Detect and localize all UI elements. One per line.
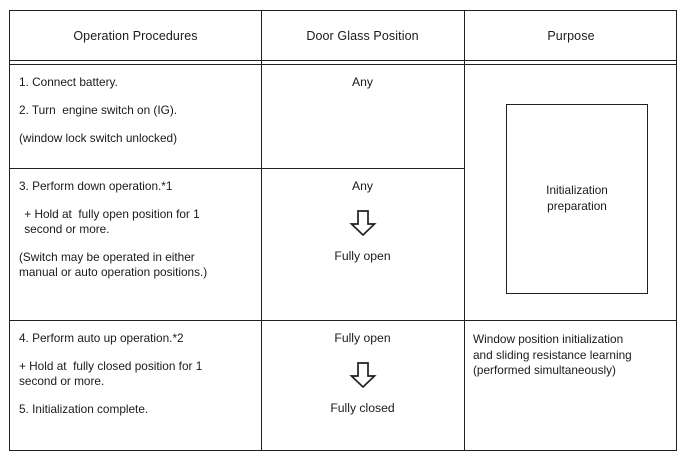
procedure-hold-note: + Hold at fully open position for 1 seco… (24, 207, 200, 237)
procedure-step: 5. Initialization complete. (19, 402, 149, 417)
row-divider-1 (10, 168, 464, 169)
position-from-label: Any (351, 75, 373, 89)
position-transition-arrow (261, 208, 464, 238)
table-row-2-position-cell: Any Fully open (261, 168, 464, 320)
down-arrow-icon (348, 210, 377, 237)
position-from-label: Any (351, 179, 373, 193)
position-to-label: Fully closed (330, 400, 395, 415)
door-glass-position-1: Any (261, 64, 464, 91)
down-arrow-icon (348, 362, 377, 389)
table-row-3-procedures-cell: 4. Perform auto up operation.*2 + Hold a… (10, 320, 261, 450)
position-from-label: Fully open (334, 331, 391, 345)
procedure-hold-note: + Hold at fully closed position for 1 se… (19, 359, 203, 389)
procedure-list-2: 3. Perform down operation.*1 + Hold at f… (10, 168, 261, 280)
position-transition-arrow (261, 360, 464, 390)
initialization-procedure-table: Operation Procedures Door Glass Position… (9, 10, 677, 451)
purpose-description-label: Window position initialization and slidi… (473, 332, 632, 378)
table-row-1-procedures-cell: 1. Connect battery. 2. Turn engine switc… (10, 64, 261, 168)
procedure-list-3: 4. Perform auto up operation.*2 + Hold a… (10, 320, 261, 417)
initialization-preparation-label: Initialization preparation (546, 183, 608, 213)
door-glass-position-3: Fully open Fully closed (261, 320, 464, 417)
procedure-note: (window lock switch unlocked) (19, 131, 178, 146)
header-cell-door-glass-position: Door Glass Position (261, 11, 464, 60)
procedure-step: 3. Perform down operation.*1 (19, 179, 173, 193)
header-label-purpose: Purpose (547, 28, 595, 43)
table-purpose-cell-merged: Initialization preparation (464, 64, 678, 320)
purpose-content-wrapper: Initialization preparation (464, 64, 678, 320)
procedure-note: (Switch may be operated in either manual… (19, 250, 208, 280)
door-glass-position-2: Any Fully open (261, 168, 464, 265)
header-rule-lower (10, 64, 676, 65)
table-row-2-procedures-cell: 3. Perform down operation.*1 + Hold at f… (10, 168, 261, 320)
header-label-door-glass-position: Door Glass Position (306, 28, 419, 43)
header-label-operation-procedures: Operation Procedures (73, 28, 198, 43)
header-rule-upper (10, 60, 676, 61)
table-row-3-purpose-cell: Window position initialization and slidi… (464, 320, 678, 450)
procedure-list-1: 1. Connect battery. 2. Turn engine switc… (10, 64, 261, 146)
procedure-step: 1. Connect battery. (19, 75, 118, 89)
column-divider-1 (261, 11, 262, 450)
procedure-step: 4. Perform auto up operation.*2 (19, 331, 184, 345)
row-divider-2 (10, 320, 676, 321)
initialization-preparation-box: Initialization preparation (506, 104, 648, 294)
position-to-label: Fully open (334, 248, 391, 263)
header-cell-operation-procedures: Operation Procedures (10, 11, 261, 60)
column-divider-2 (464, 11, 465, 450)
procedure-step: 2. Turn engine switch on (IG). (19, 103, 178, 118)
header-cell-purpose: Purpose (464, 11, 678, 60)
table-row-1-position-cell: Any (261, 64, 464, 168)
table-row-3-position-cell: Fully open Fully closed (261, 320, 464, 450)
